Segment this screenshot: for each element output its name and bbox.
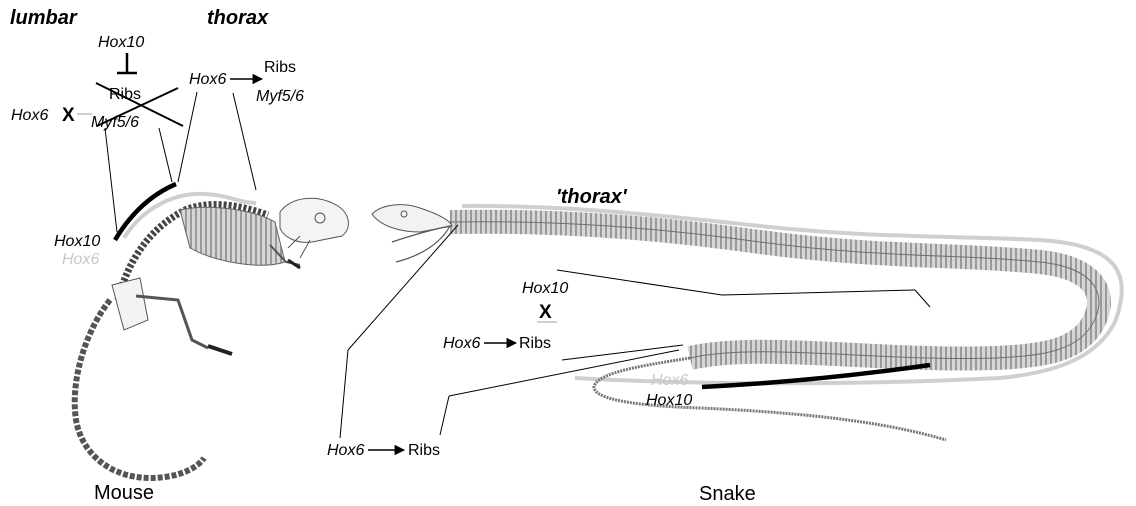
thorax-label: thorax <box>207 7 269 29</box>
snake-hox6-domain-label: Hox6 <box>651 372 688 389</box>
snake-caption: Snake <box>699 483 756 505</box>
leader-hox10-b <box>722 290 915 295</box>
snake-ribs-label-2: Ribs <box>408 442 440 459</box>
thorax-hox6-label: Hox6 <box>189 71 226 88</box>
snake-thorax-label: 'thorax' <box>556 186 628 208</box>
leader-thorax-left <box>178 92 197 182</box>
mouse-panel: lumbar thorax Hox10 Ribs Myf5/6 Hox6 X H… <box>10 7 348 504</box>
lumbar-ribs-label: Ribs <box>109 86 141 103</box>
thorax-ribs-label: Ribs <box>264 59 296 76</box>
leader-hox10-c <box>915 290 930 307</box>
snake-ribs-label-1: Ribs <box>519 335 551 352</box>
snake-hox10-x-mark: X <box>539 302 552 323</box>
leader-thorax-right <box>233 93 256 190</box>
leader-lumbar-right <box>159 128 172 182</box>
lumbar-hox6-label: Hox6 <box>11 107 48 124</box>
lumbar-hox10-label: Hox10 <box>98 34 144 51</box>
mouse-hox6-label: Hox6 <box>62 251 99 268</box>
snake-hox6-label-2: Hox6 <box>327 442 364 459</box>
thorax-myf-label: Myf5/6 <box>256 88 304 105</box>
mouse-hox10-label: Hox10 <box>54 233 100 250</box>
leader-lumbar-left <box>105 128 117 232</box>
block-x-mark: X <box>62 105 75 126</box>
mouse-caption: Mouse <box>94 482 154 504</box>
snake-hox6-label-1: Hox6 <box>443 335 480 352</box>
leader-ribs-3 <box>440 396 449 435</box>
snake-hox10-domain-label: Hox10 <box>646 392 692 409</box>
leader-ribs-2 <box>449 350 679 396</box>
snake-hox10-label: Hox10 <box>522 280 568 297</box>
leader-head-a <box>340 350 348 438</box>
snake-panel: 'thorax' Hox10 X Hox6 Ribs Hox6 Ribs Hox… <box>327 186 1122 505</box>
leader-hox10-a <box>557 270 722 295</box>
leader-head-b <box>348 225 458 350</box>
lumbar-label: lumbar <box>10 7 78 29</box>
